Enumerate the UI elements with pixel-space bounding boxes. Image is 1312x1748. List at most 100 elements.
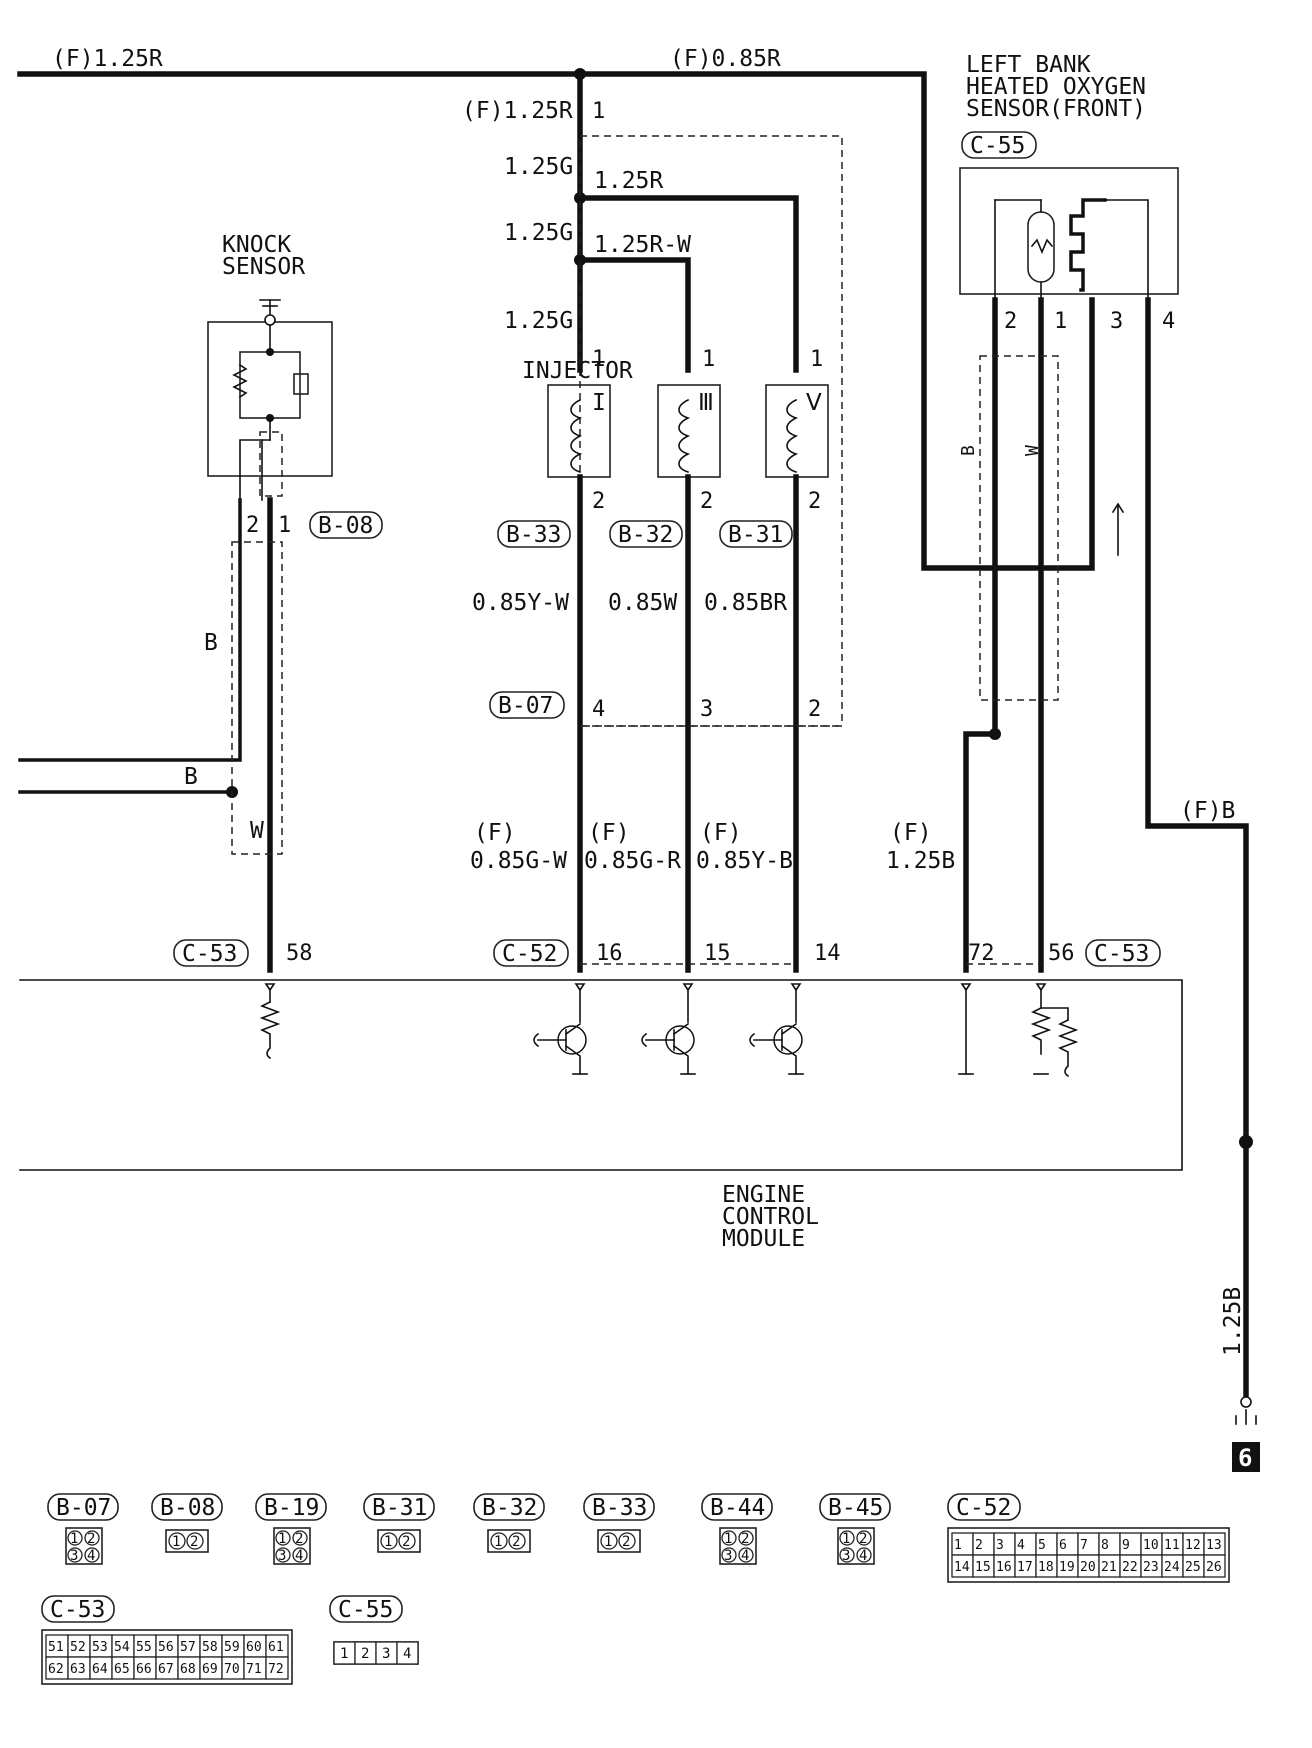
legend-b45-pin: 4	[859, 1548, 867, 1564]
knock-wiring: B B W	[18, 497, 283, 973]
svg-text:C-55: C-55	[970, 133, 1025, 159]
legend-c52-pin: 22	[1122, 1560, 1138, 1575]
engine-control-module: ENGINE CONTROL MODULE	[19, 979, 1183, 1252]
pin-inj-top: 1	[592, 99, 605, 124]
legend-b32-pin: 1	[494, 1534, 502, 1550]
legend-c53-pin: 67	[158, 1662, 174, 1677]
wire-label-top-right: (F)0.85R	[670, 46, 781, 72]
pin-inj3-1: 1	[702, 347, 715, 372]
wire-label-g1: 1.25G	[504, 154, 573, 180]
legend-b19-pin: 4	[295, 1548, 303, 1564]
legend-b45-pin: 1	[842, 1531, 850, 1547]
legend-c53-pin: 53	[92, 1640, 108, 1655]
svg-text:LEFT BANK: LEFT BANK	[966, 52, 1091, 78]
pin-inj3-2: 2	[700, 489, 713, 514]
legend-b45-pin: 3	[842, 1548, 850, 1564]
pin-knock-2: 2	[246, 513, 259, 538]
legend-c55-pin: 3	[382, 1646, 390, 1662]
injector-5: Ⅴ	[765, 384, 829, 478]
wire-label-inj1-out: 0.85Y-W	[472, 590, 569, 616]
wire-label-ground: 1.25B	[1220, 1287, 1246, 1356]
legend-c52-pin: 6	[1059, 1538, 1067, 1553]
svg-text:C-53: C-53	[1094, 941, 1149, 967]
pin-ecm-15: 15	[704, 941, 731, 966]
wire-label-ecm2: 0.85G-R	[584, 848, 681, 874]
legend-b44-pin: 2	[741, 1531, 749, 1547]
legend-c52-pin: 5	[1038, 1538, 1046, 1553]
wire-label-knock-b-vert: B	[204, 630, 218, 656]
legend-c53-pin: 54	[114, 1640, 130, 1655]
legend-b19-pin: 1	[278, 1531, 286, 1547]
legend-b33-pin: 1	[604, 1534, 612, 1550]
legend-c53-pin: 64	[92, 1662, 108, 1677]
pin-o2-2: 2	[1004, 309, 1017, 334]
legend-c53-pin: 56	[158, 1640, 174, 1655]
wire-label-o2-gnd: 1.25B	[886, 848, 955, 874]
wire-label-r1: 1.25R	[594, 168, 663, 194]
connector-b33: B-33	[497, 520, 571, 548]
injector-1-roman: I	[592, 390, 606, 416]
connector-c55: C-55	[961, 131, 1037, 159]
svg-text:B-08: B-08	[318, 513, 373, 539]
svg-text:HEATED OXYGEN: HEATED OXYGEN	[966, 74, 1146, 100]
legend-c53-pin: 58	[202, 1640, 218, 1655]
pin-inj5-1: 1	[810, 347, 823, 372]
legend-c52-pin: 24	[1164, 1560, 1180, 1575]
pin-knock-1: 1	[278, 513, 291, 538]
oxygen-sensor: LEFT BANK HEATED OXYGEN SENSOR(FRONT) 2 …	[959, 52, 1179, 334]
injector-3: Ⅲ	[657, 384, 721, 478]
legend-c53-pin: 71	[246, 1662, 262, 1677]
legend-b44-pin: 3	[724, 1548, 732, 1564]
wire-prefix-ecm1: (F)	[474, 820, 516, 846]
wire-label-rw: 1.25R-W	[594, 232, 691, 258]
wire-label-knock-w: W	[250, 818, 264, 844]
legend-b08-pin: 1	[172, 1534, 180, 1550]
legend-c52-pin: 14	[954, 1560, 970, 1575]
legend-c52-pin: 26	[1206, 1560, 1222, 1575]
legend-c55-pin: 4	[403, 1646, 411, 1662]
legend-c52-pin: 10	[1143, 1538, 1159, 1553]
legend-c53-pin: 63	[70, 1662, 86, 1677]
pin-b07-4: 4	[592, 697, 605, 722]
legend-b07-pin: 1	[70, 1531, 78, 1547]
pin-ecm-58: 58	[286, 941, 313, 966]
wire-prefix-ecm3: (F)	[700, 820, 742, 846]
legend-c52-pin: 21	[1101, 1560, 1117, 1575]
legend-c52-pin: 16	[996, 1560, 1012, 1575]
legend-c55-pin: 1	[340, 1646, 348, 1662]
legend-b19-label: B-19	[264, 1495, 319, 1521]
injector-output-wires: 2 2 2 0.85Y-W 0.85W 0.85BR 4 3 2 (F) 0.8…	[470, 474, 842, 973]
legend-c52-pin: 19	[1059, 1560, 1075, 1575]
legend-c52-pin: 20	[1080, 1560, 1096, 1575]
legend-b08-pin: 2	[190, 1534, 198, 1550]
wire-label-o2-w: W	[1022, 445, 1043, 456]
wire-label-inj3-out: 0.85W	[608, 590, 677, 616]
connector-b32: B-32	[609, 520, 683, 548]
legend-c52-pin: 4	[1017, 1538, 1025, 1553]
wire-label-o2-b: B	[958, 445, 979, 456]
wire-label-ecm1: 0.85G-W	[470, 848, 567, 874]
svg-text:C-52: C-52	[502, 941, 557, 967]
legend-c52-pin: 25	[1185, 1560, 1201, 1575]
pin-b07-2: 2	[808, 697, 821, 722]
wire-label-g3: 1.25G	[504, 308, 573, 334]
legend-c53-pin: 60	[246, 1640, 262, 1655]
legend-b31-pin: 2	[402, 1534, 410, 1550]
legend-b44-pin: 4	[741, 1548, 749, 1564]
legend-c53-pin: 66	[136, 1662, 152, 1677]
pin-o2-1: 1	[1054, 309, 1067, 334]
legend-b33-pin: 2	[622, 1534, 630, 1550]
legend-c52-pin: 3	[996, 1538, 1004, 1553]
legend-c55-label: C-55	[338, 1597, 393, 1623]
legend-b19-pin: 3	[278, 1548, 286, 1564]
svg-text:B-07: B-07	[498, 693, 553, 719]
wire-label-knock-b-horiz: B	[184, 764, 198, 790]
pin-inj5-2: 2	[808, 489, 821, 514]
